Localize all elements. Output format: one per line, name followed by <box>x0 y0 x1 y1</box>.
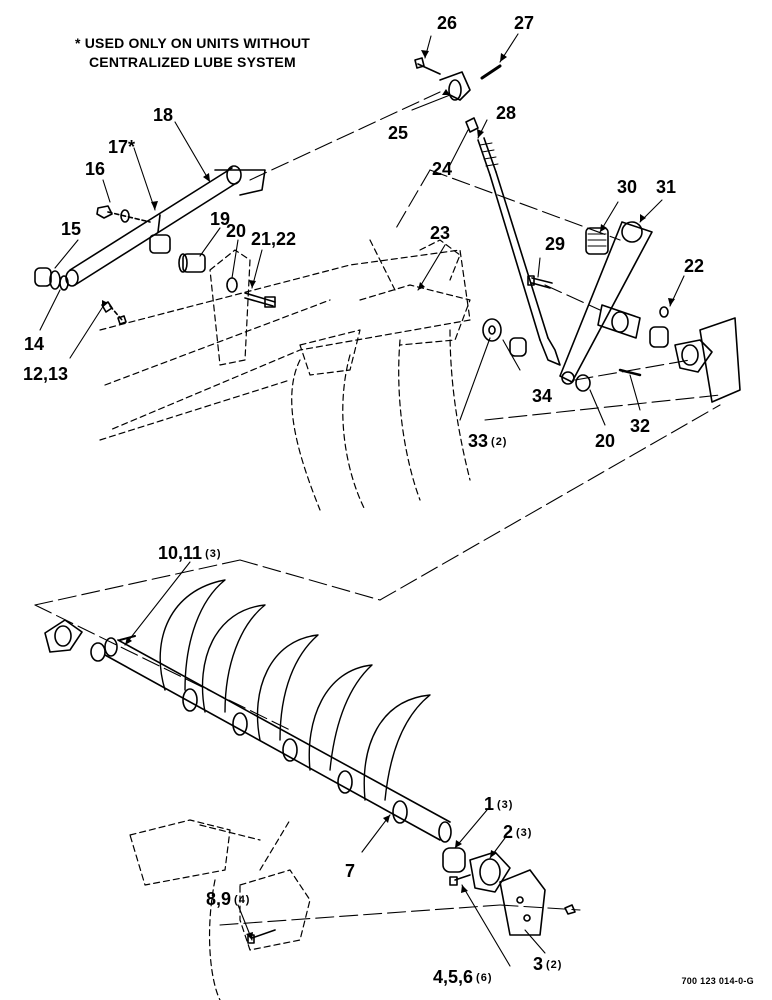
callout-26: 26 <box>437 13 458 33</box>
callout-2: 2(3) <box>503 822 533 842</box>
bolt-part-4-5-6 <box>449 874 471 886</box>
callout-28: 28 <box>496 103 517 123</box>
spacer-part-19 <box>178 253 206 273</box>
spring-part-30 <box>585 227 609 255</box>
tine-shaft-part-7 <box>104 637 452 843</box>
callout-19: 19 <box>210 209 231 229</box>
rod-part-18 <box>65 165 266 287</box>
lower-frame-outline <box>129 819 311 1000</box>
leader-lines <box>39 33 685 967</box>
callout-31: 31 <box>656 177 677 197</box>
callout-23: 23 <box>430 223 451 243</box>
washer-part-20 <box>575 368 642 392</box>
left-bearing <box>44 619 136 662</box>
callout-30: 30 <box>617 177 638 197</box>
callout-24: 24 <box>432 159 453 179</box>
callout-25: 25 <box>388 123 409 143</box>
callout-17: 17* <box>108 137 136 157</box>
callout-20-top: 20 <box>226 221 247 241</box>
leader-arrowheads <box>102 50 675 940</box>
callout-27: 27 <box>514 13 535 33</box>
callout-1: 1(3) <box>484 794 514 814</box>
clevis-part-25 <box>414 57 502 101</box>
bushing-right-assembly <box>649 306 741 403</box>
callout-18: 18 <box>153 105 174 125</box>
callout-29: 29 <box>545 234 566 254</box>
note-asterisk-line-2: CENTRALIZED LUBE SYSTEM <box>89 54 296 70</box>
bolt-part-12-13 <box>101 301 127 325</box>
bolt-part-29 <box>527 275 553 289</box>
callout-15: 15 <box>61 219 82 239</box>
callout-4-5-6: 4,5,6(6) <box>433 967 493 987</box>
arm-part-31 <box>559 221 653 385</box>
callout-8-9: 8,9(4) <box>206 889 251 909</box>
rod-part-28 <box>465 117 561 366</box>
bracket-part-3 <box>499 869 576 936</box>
callout-33: 33(2) <box>468 431 508 451</box>
nut-part-16 <box>96 205 151 223</box>
frame-outline <box>99 239 471 511</box>
lube-fitting-part-17 <box>149 214 171 254</box>
callout-22-right: 22 <box>684 256 705 276</box>
bushing-part-1 <box>442 847 466 873</box>
note-asterisk-line-1: * USED ONLY ON UNITS WITHOUT <box>75 35 311 51</box>
callout-12-13: 12,13 <box>23 364 69 384</box>
section-boundary <box>34 91 721 926</box>
drawing-number: 700 123 014-0-G <box>681 976 754 986</box>
callout-20-bottom: 20 <box>595 431 616 451</box>
tines <box>159 579 431 801</box>
callout-7: 7 <box>345 861 356 881</box>
callout-10-11: 10,11(3) <box>158 543 222 563</box>
callout-21-22: 21,22 <box>251 229 297 249</box>
bushing-part-34 <box>509 337 527 357</box>
callout-16: 16 <box>85 159 106 179</box>
callout-3: 3(2) <box>533 954 563 974</box>
callout-32: 32 <box>630 416 651 436</box>
callout-34: 34 <box>532 386 553 406</box>
bushing-part-15 <box>34 267 69 291</box>
bushing-part-33 <box>482 318 502 342</box>
callout-14: 14 <box>24 334 45 354</box>
